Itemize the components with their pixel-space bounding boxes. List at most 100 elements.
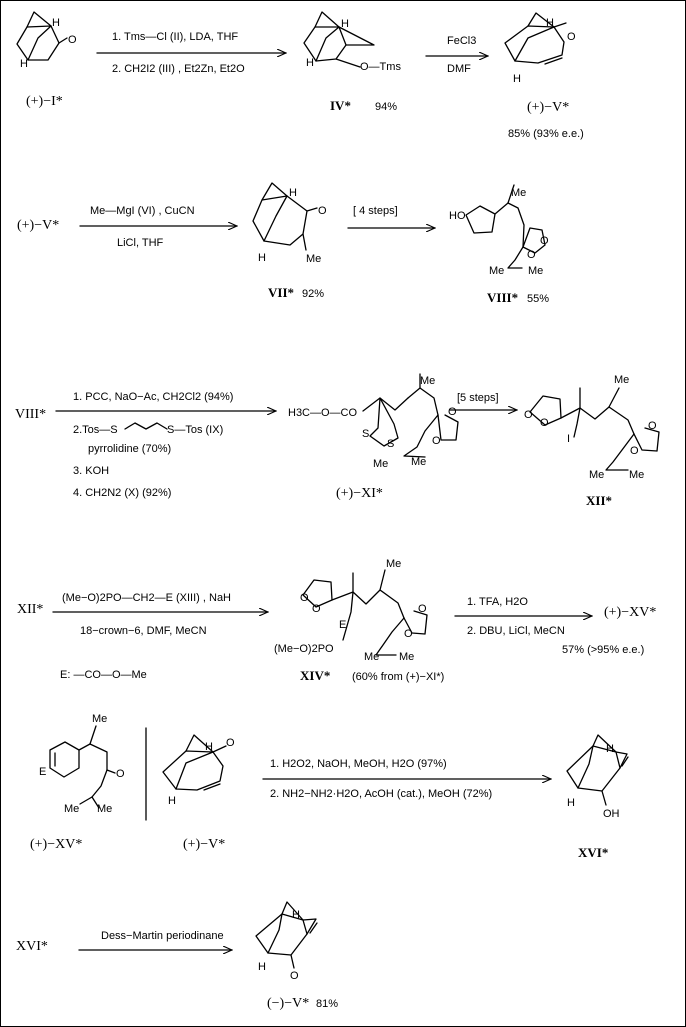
steps-text: [5 steps] bbox=[457, 392, 499, 404]
atom-H: H bbox=[292, 909, 300, 921]
compound-VIII: HO Me O O Me Me bbox=[449, 184, 549, 277]
atom-H: H bbox=[289, 187, 297, 199]
compound-label-V: (+)−V* bbox=[183, 837, 225, 852]
atom-H: H bbox=[52, 17, 60, 29]
atom-Me: Me bbox=[64, 803, 79, 815]
atom-H: H bbox=[341, 18, 349, 30]
reagent-text: Me—MgI (VI) , CuCN bbox=[90, 205, 195, 217]
atom-H: H bbox=[306, 57, 314, 69]
compound-label-XVI: XVI* bbox=[578, 845, 608, 860]
yield-text: 55% bbox=[527, 293, 549, 305]
reagent-text: 18−crown−6, DMF, MeCN bbox=[80, 625, 207, 637]
atom-H: H bbox=[606, 743, 614, 755]
reagent-text: (Me−O)2PO—CH2—E (XIII) , NaH bbox=[62, 592, 231, 604]
yield-text: 81% bbox=[316, 998, 338, 1010]
atom-O: O bbox=[540, 235, 549, 247]
reagent-text: 1. PCC, NaO−Ac, CH2Cl2 (94%) bbox=[73, 391, 233, 403]
atom-Me: Me bbox=[489, 265, 504, 277]
atom-H: H bbox=[205, 741, 213, 753]
compound-XVI: H H OH bbox=[566, 734, 629, 820]
compound-label-XIV: XIV* bbox=[300, 668, 330, 683]
atom-O: O bbox=[300, 592, 309, 604]
reagent-text: pyrrolidine (70%) bbox=[88, 443, 171, 455]
atom-Me: Me bbox=[511, 187, 526, 199]
yield-text: 94% bbox=[375, 101, 397, 113]
atom-Me: Me bbox=[528, 265, 543, 277]
compound-IV: H H O—Tms bbox=[303, 11, 401, 73]
atom-Me: Me bbox=[614, 374, 629, 386]
reagent-text: 2.Tos—S bbox=[73, 424, 118, 436]
atom-O: O bbox=[68, 34, 77, 46]
atom-Me: Me bbox=[420, 375, 435, 387]
compound-I: O H H bbox=[16, 11, 77, 70]
compound-label-I: (+)−I* bbox=[26, 94, 63, 109]
atom-O: O bbox=[404, 628, 413, 640]
compound-label-V: (+)−V* bbox=[527, 100, 569, 115]
compound-label-V-enantiomer: (−)−V* bbox=[267, 996, 309, 1011]
compound-label-V: (+)−V* bbox=[17, 218, 59, 233]
compound-V: O H H bbox=[504, 12, 576, 85]
compound-label-VIII: VIII* bbox=[15, 407, 46, 422]
atom-Me: Me bbox=[629, 469, 644, 481]
atom-Me: Me bbox=[589, 469, 604, 481]
compound-label-XVI: XVI* bbox=[16, 939, 48, 954]
atom-Me: Me bbox=[373, 458, 388, 470]
atom-O: O bbox=[540, 417, 549, 429]
atom-O: O bbox=[318, 205, 327, 217]
reagent-text: 1. TFA, H2O bbox=[467, 596, 528, 608]
steps-text: [ 4 steps] bbox=[353, 205, 398, 217]
atom-O: O bbox=[432, 435, 441, 447]
atom-O: O bbox=[418, 603, 427, 615]
atom-H: H bbox=[567, 797, 575, 809]
compound-XII: O O I Me O O Me Me bbox=[524, 374, 660, 481]
reagent-text: S—Tos (IX) bbox=[167, 424, 223, 436]
atom-H: H bbox=[20, 58, 28, 70]
compound-VII: O H H Me bbox=[252, 182, 327, 265]
atom-O: O bbox=[312, 603, 321, 615]
atom-O: O bbox=[226, 737, 235, 749]
yield-text: 85% (93% e.e.) bbox=[508, 128, 584, 140]
substituent-text: O—Tms bbox=[360, 61, 401, 73]
compound-label-XV: (+)−XV* bbox=[30, 837, 82, 852]
compound-label-XV: (+)−XV* bbox=[604, 605, 656, 620]
compound-label-IV: IV* bbox=[330, 98, 351, 113]
reagent-text: 1. H2O2, NaOH, MeOH, H2O (97%) bbox=[270, 758, 447, 770]
reagent-text: Dess−Martin periodinane bbox=[101, 930, 224, 942]
reagent-text: 4. CH2N2 (X) (92%) bbox=[73, 487, 171, 499]
atom-O: O bbox=[116, 768, 125, 780]
reagent-text: 1. Tms—Cl (II), LDA, THF bbox=[112, 31, 238, 43]
yield-text: 57% (>95% e.e.) bbox=[562, 644, 644, 656]
atom-O: O bbox=[524, 409, 533, 421]
compound-label-XII: XII* bbox=[17, 602, 43, 617]
phosphonate-text: (Me−O)2PO bbox=[274, 643, 334, 655]
atom-O: O bbox=[290, 970, 299, 982]
atom-Me: Me bbox=[399, 651, 414, 663]
reagent-text: 2. DBU, LiCl, MeCN bbox=[467, 625, 565, 637]
reagent-text: 2. CH2I2 (III) , Et2Zn, Et2O bbox=[112, 63, 245, 75]
compound-XIV: O O E (Me−O)2PO Me O O Me Me bbox=[274, 558, 428, 663]
reagent-text: FeCl3 bbox=[447, 35, 476, 47]
atom-H: H bbox=[546, 17, 554, 29]
atom-E: E bbox=[39, 766, 46, 778]
compound-label-VIII: VIII* bbox=[487, 290, 518, 305]
compound-XV: E Me O Me Me bbox=[39, 713, 125, 815]
reagent-text: LiCl, THF bbox=[117, 237, 164, 249]
atom-H: H bbox=[258, 961, 266, 973]
yield-text: 92% bbox=[302, 288, 324, 300]
atom-Me: Me bbox=[364, 651, 379, 663]
compound-V: O H H bbox=[162, 734, 235, 807]
atom-S: S bbox=[362, 428, 369, 440]
compound-V-enantiomer: H H O bbox=[255, 901, 318, 982]
compound-label-VII: VII* bbox=[268, 285, 294, 300]
atom-Me: Me bbox=[386, 558, 401, 570]
atom-O: O bbox=[527, 249, 536, 261]
atom-Me: Me bbox=[92, 713, 107, 725]
atom-Me: Me bbox=[411, 456, 426, 468]
atom-S: S bbox=[387, 438, 394, 450]
atom-O: O bbox=[630, 445, 639, 457]
atom-H: H bbox=[513, 73, 521, 85]
atom-Me: Me bbox=[306, 253, 321, 265]
ester-text: H3C—O—CO bbox=[288, 407, 358, 419]
compound-label-XI: (+)−XI* bbox=[336, 486, 383, 501]
